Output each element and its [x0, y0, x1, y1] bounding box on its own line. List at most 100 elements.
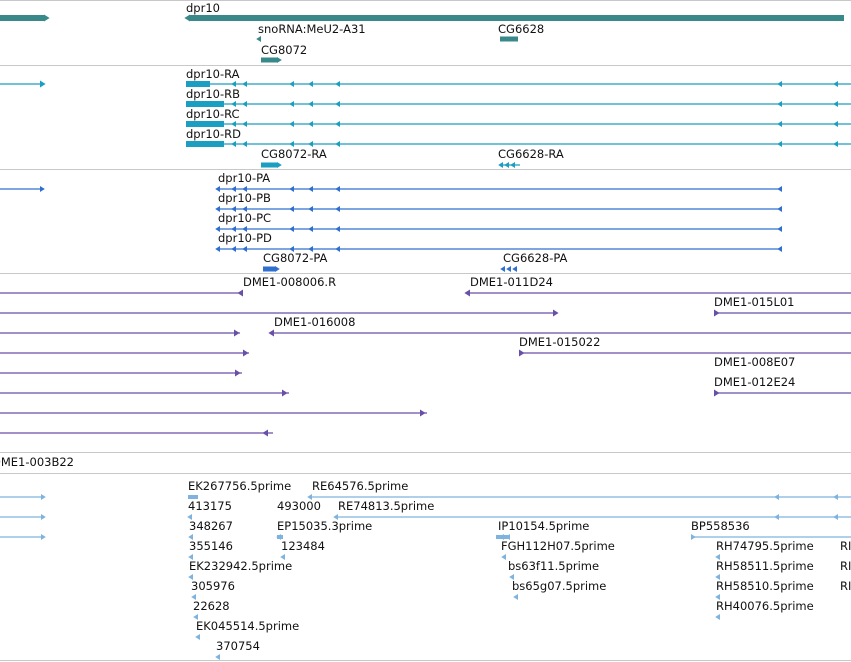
est-label[interactable]: 413175	[188, 499, 232, 513]
est-label[interactable]: RI	[840, 539, 851, 553]
transcript-label[interactable]: dpr10-RB	[186, 87, 240, 101]
est-label[interactable]: EK232942.5prime	[189, 559, 293, 573]
strand-arrow	[231, 186, 236, 192]
clone-arrow	[234, 329, 240, 337]
transcript-label[interactable]: CG6628-RA	[498, 147, 564, 161]
est-label[interactable]: RH40076.5prime	[716, 599, 814, 613]
clone-label[interactable]: DME1-008006.R	[243, 275, 337, 289]
strand-arrow	[777, 246, 782, 252]
est-label[interactable]: 305976	[191, 579, 235, 593]
clone-label[interactable]: DME1-015L01	[714, 295, 795, 309]
transcript-label[interactable]: dpr10-RC	[186, 107, 240, 121]
clone-label[interactable]: DME1-016008	[274, 315, 356, 329]
clone-arrow	[282, 389, 288, 397]
est-label[interactable]: RI	[840, 559, 851, 573]
est-label[interactable]: 123484	[281, 539, 325, 553]
est-label[interactable]: 22628	[193, 599, 230, 613]
strand-arrow	[231, 246, 236, 252]
clone-arrow	[420, 409, 426, 417]
protein-label[interactable]: dpr10-PB	[218, 191, 271, 205]
strand-arrow	[833, 101, 838, 107]
strand-arrow	[289, 186, 294, 192]
protein-label[interactable]: CG6628-PA	[503, 251, 568, 265]
clone-arrow	[243, 349, 249, 357]
strand-arrow	[231, 121, 236, 127]
strand-arrow	[242, 186, 247, 192]
est-label[interactable]: bs65g07.5prime	[512, 579, 607, 593]
est-arrow	[41, 534, 46, 540]
strand-arrow	[277, 162, 282, 168]
est-arrow	[501, 554, 506, 560]
clone-arrow	[237, 289, 243, 297]
est-label[interactable]: 355146	[189, 539, 233, 553]
gene-label-dpr10[interactable]: dpr10	[186, 1, 220, 15]
est-label[interactable]: 493000	[277, 499, 321, 513]
est-label[interactable]: 348267	[189, 519, 233, 533]
protein-label[interactable]: dpr10-PD	[218, 231, 272, 245]
est-label[interactable]: RI	[840, 579, 851, 593]
est-label[interactable]: 370754	[216, 639, 260, 653]
clone-label[interactable]: DME1-008E07	[714, 355, 796, 369]
gene-snorna	[256, 36, 261, 42]
strand-arrow	[777, 206, 782, 212]
est-label[interactable]: EP15035.3prime	[277, 519, 373, 533]
est-arrow	[41, 514, 46, 520]
transcript-label[interactable]: CG8072-RA	[261, 147, 327, 161]
est-label[interactable]: EK045514.5prime	[196, 619, 300, 633]
gene-label-cg8072[interactable]: CG8072	[261, 43, 308, 57]
strand-arrow	[44, 14, 50, 22]
strand-arrow	[215, 246, 220, 252]
protein-label[interactable]: dpr10-PC	[218, 211, 272, 225]
gene-bar-cg6628	[500, 36, 518, 42]
track-separator	[0, 169, 851, 170]
strand-arrow	[308, 141, 313, 147]
est-label[interactable]: bs63f11.5prime	[508, 559, 600, 573]
strand-arrow	[231, 101, 236, 107]
clone-arrow	[464, 289, 470, 297]
strand-arrow	[289, 246, 294, 252]
est-arrow	[188, 574, 193, 580]
clone-arrow	[268, 329, 274, 337]
strand-arrow	[498, 162, 503, 168]
est-label[interactable]: FGH112H07.5prime	[501, 539, 615, 553]
gene-label-cg6628[interactable]: CG6628	[498, 22, 545, 36]
clone-label[interactable]: DME1-015022	[519, 335, 601, 349]
gene-bar	[0, 15, 44, 21]
gene-bar-cg8072	[261, 57, 277, 63]
clone-label[interactable]: DME1-003B22	[0, 455, 74, 469]
strand-arrow	[777, 81, 782, 87]
strand-arrow	[335, 121, 340, 127]
track-separator	[0, 660, 851, 661]
est-label[interactable]: EK267756.5prime	[188, 479, 292, 493]
clone-label[interactable]: DME1-012E24	[714, 375, 796, 389]
transcript-label[interactable]: dpr10-RD	[186, 127, 241, 141]
protein-label[interactable]: CG8072-PA	[263, 251, 328, 265]
est-arrow	[193, 614, 198, 620]
clone-label[interactable]: DME1-011D24	[470, 275, 553, 289]
est-label[interactable]: IP10154.5prime	[498, 519, 590, 533]
est-block	[496, 535, 508, 539]
est-label[interactable]: RH58510.5prime	[716, 579, 814, 593]
protein-label[interactable]: dpr10-PA	[218, 171, 271, 185]
strand-arrow	[242, 226, 247, 232]
est-arrow	[195, 634, 200, 640]
strand-arrow	[231, 206, 236, 212]
track-separator	[0, 0, 851, 1]
protein-cg8072	[263, 266, 275, 272]
strand-arrow	[777, 101, 782, 107]
clone-arrow	[519, 349, 525, 357]
strand-arrow	[512, 266, 517, 272]
strand-arrow	[833, 81, 838, 87]
est-label[interactable]: BP558536	[691, 519, 750, 533]
strand-arrow	[308, 206, 313, 212]
est-label[interactable]: RH74795.5prime	[716, 539, 814, 553]
strand-arrow	[308, 226, 313, 232]
strand-arrow	[40, 80, 46, 88]
gene-label-snorna[interactable]: snoRNA:MeU2-A31	[258, 22, 366, 36]
est-label[interactable]: RH58511.5prime	[716, 559, 814, 573]
est-arrow	[774, 494, 779, 500]
transcript-label[interactable]: dpr10-RA	[186, 67, 240, 81]
est-label[interactable]: RE64576.5prime	[312, 479, 409, 493]
est-label[interactable]: RE74813.5prime	[338, 499, 435, 513]
